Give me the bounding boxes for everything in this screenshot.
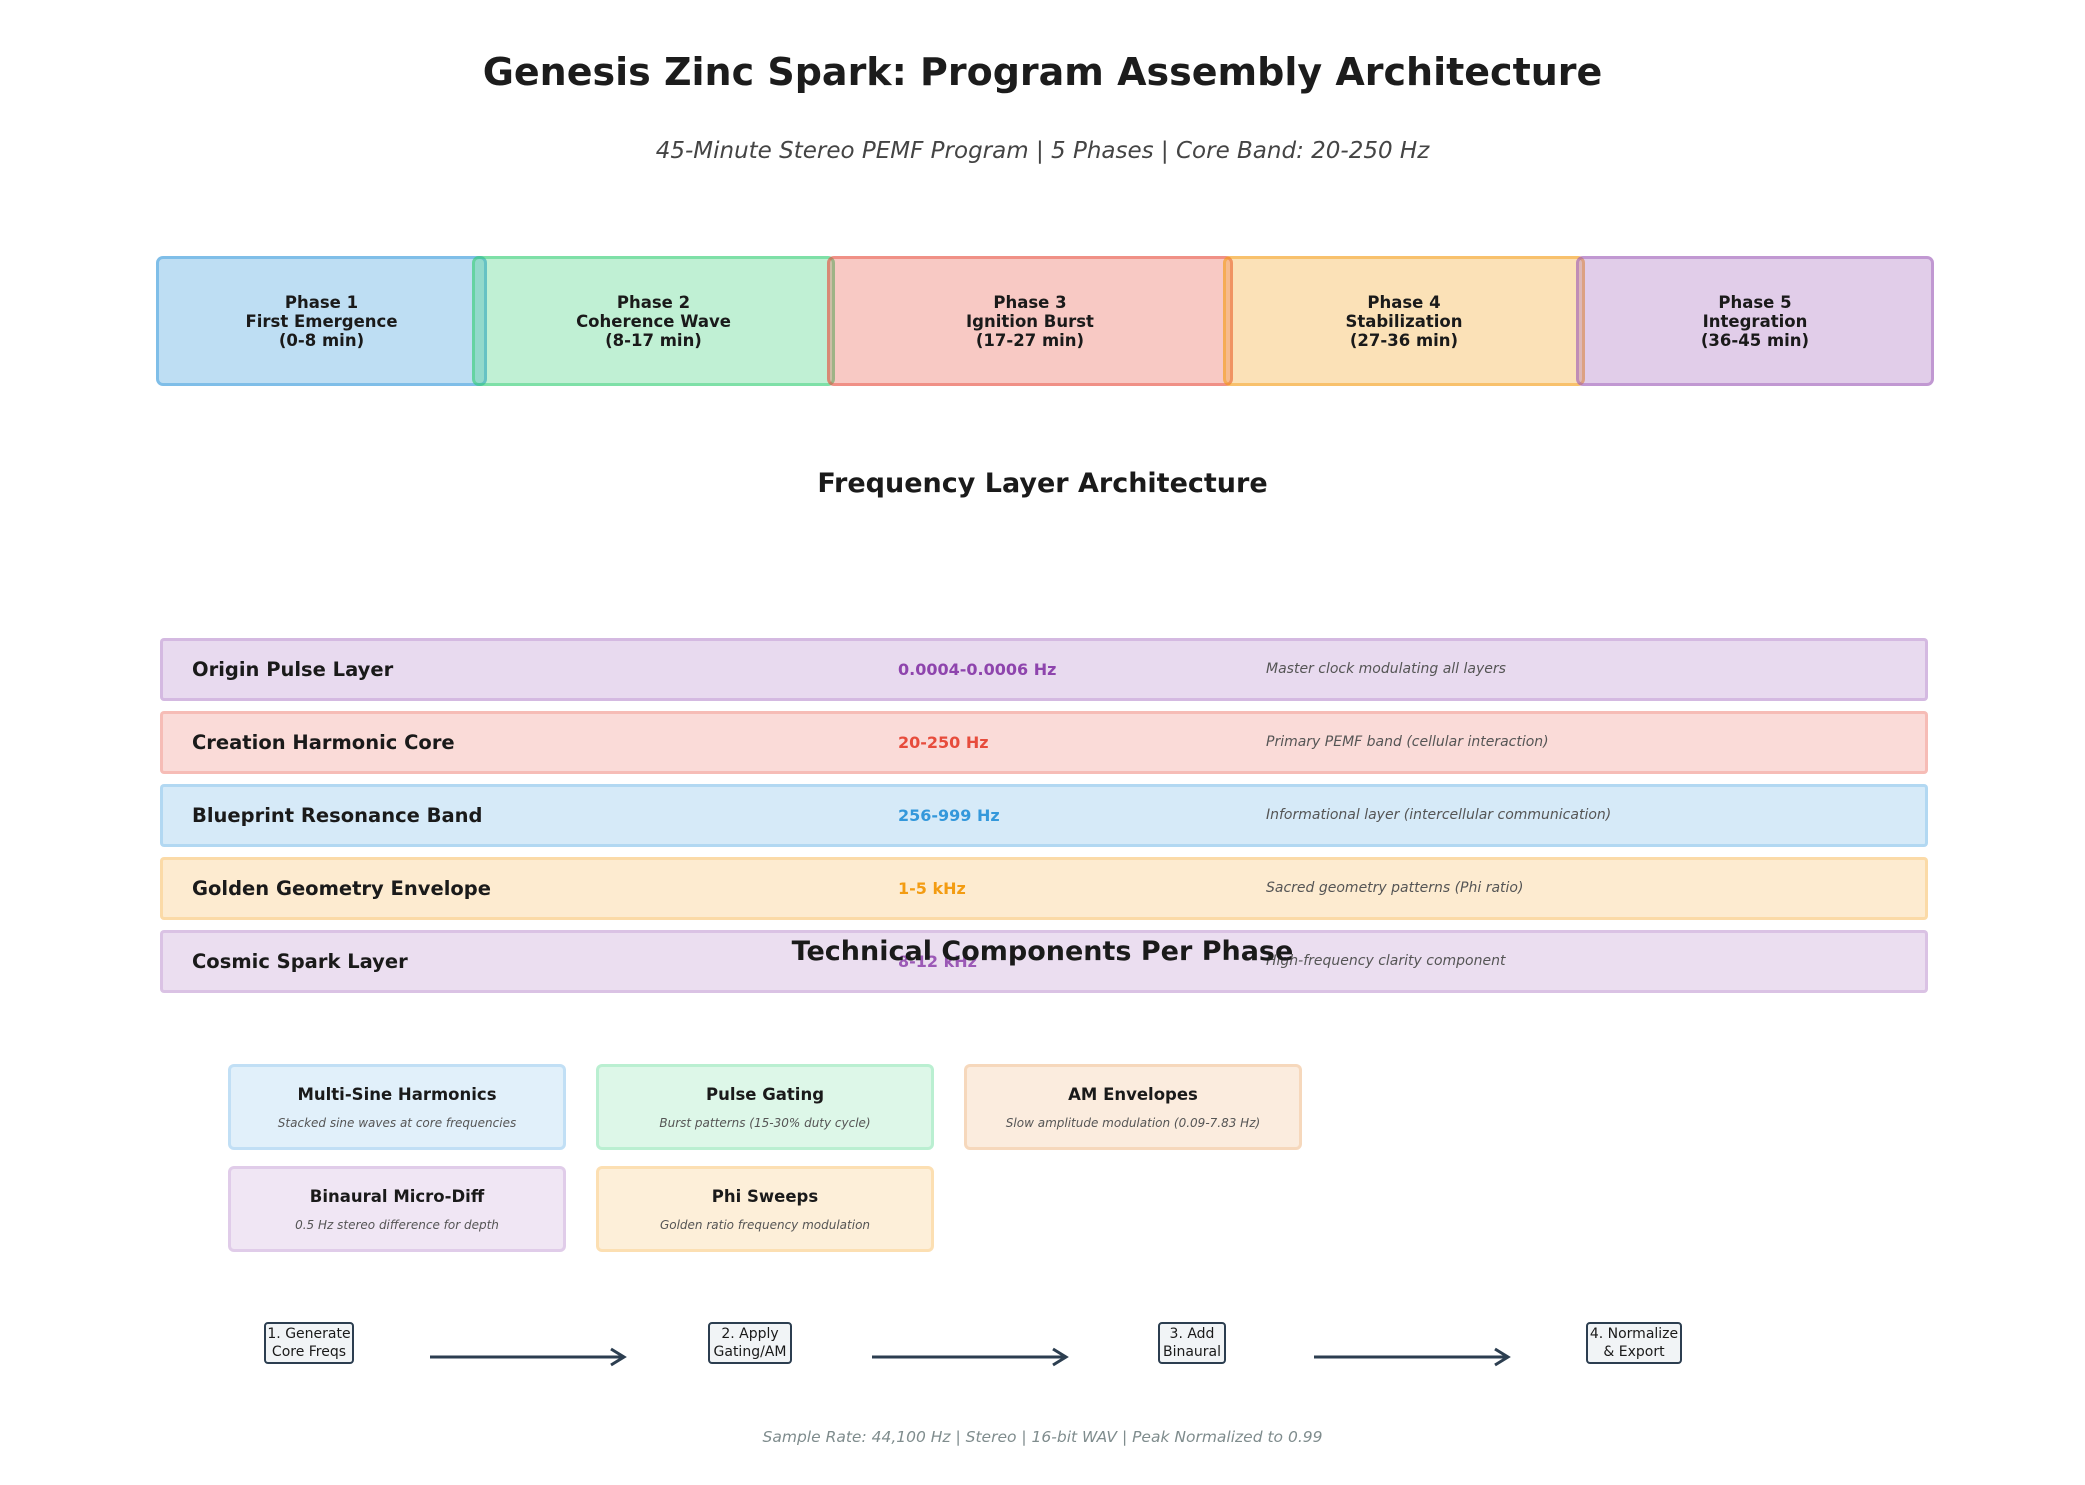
pipeline-arrow-icon [872,1347,1069,1367]
component-description: Golden ratio frequency modulation [659,1218,871,1232]
layer-description: Master clock modulating all layers [1266,661,1506,677]
component-card-phi-sweeps: Phi Sweeps Golden ratio frequency modula… [596,1166,934,1252]
layer-frequency: 0.0004-0.0006 Hz [898,660,1057,679]
component-description: Slow amplitude modulation (0.09-7.83 Hz) [1005,1116,1261,1130]
page-subtitle: 45-Minute Stereo PEMF Program | 5 Phases… [655,138,1430,164]
layer-name: Golden Geometry Envelope [192,877,491,900]
layer-frequency: 256-999 Hz [898,806,1000,825]
layer-frequency: 8-12 kHz [898,952,977,971]
frequency-section-heading: Frequency Layer Architecture [817,468,1268,499]
pipeline-step-gating: 2. Apply Gating/AM [708,1322,792,1364]
pipeline-arrow-icon [430,1347,627,1367]
frequency-layer-row: Origin Pulse Layer 0.0004-0.0006 Hz Mast… [160,638,1928,701]
pipeline-step-binaural: 3. Add Binaural [1158,1322,1226,1364]
component-description: Burst patterns (15-30% duty cycle) [659,1116,871,1130]
page-title: Genesis Zinc Spark: Program Assembly Arc… [482,50,1603,94]
phase-block-5: Phase 5 Integration (36-45 min) [1576,256,1934,386]
component-card-multi-sine: Multi-Sine Harmonics Stacked sine waves … [228,1064,566,1150]
layer-name: Origin Pulse Layer [192,658,394,681]
frequency-layer-row: Blueprint Resonance Band 256-999 Hz Info… [160,784,1928,847]
pipeline-arrow-icon [1314,1347,1511,1367]
phase-block-2: Phase 2 Coherence Wave (8-17 min) [472,256,835,386]
component-name: Pulse Gating [705,1085,825,1104]
layer-description: High-frequency clarity component [1266,953,1506,969]
component-name: Multi-Sine Harmonics [297,1085,497,1104]
layer-name: Blueprint Resonance Band [192,804,483,827]
components-section-heading: Technical Components Per Phase [791,936,1294,967]
layer-frequency: 20-250 Hz [898,733,989,752]
frequency-layer-row: Golden Geometry Envelope 1-5 kHz Sacred … [160,857,1928,920]
component-name: Binaural Micro-Diff [309,1187,485,1206]
layer-frequency: 1-5 kHz [898,879,966,898]
footer-specs: Sample Rate: 44,100 Hz | Stereo | 16-bit… [762,1428,1323,1446]
phase-block-3: Phase 3 Ignition Burst (17-27 min) [827,256,1233,386]
component-card-pulse-gating: Pulse Gating Burst patterns (15-30% duty… [596,1064,934,1150]
component-name: Phi Sweeps [711,1187,819,1206]
phase-block-4: Phase 4 Stabilization (27-36 min) [1223,256,1585,386]
layer-description: Informational layer (intercellular commu… [1266,807,1612,823]
component-card-am-envelopes: AM Envelopes Slow amplitude modulation (… [964,1064,1302,1150]
layer-description: Sacred geometry patterns (Phi ratio) [1266,880,1524,896]
layer-name: Cosmic Spark Layer [192,950,408,973]
component-card-binaural: Binaural Micro-Diff 0.5 Hz stereo differ… [228,1166,566,1252]
pipeline-step-generate: 1. Generate Core Freqs [264,1322,354,1364]
component-description: 0.5 Hz stereo difference for depth [295,1218,499,1232]
frequency-layer-row: Cosmic Spark Layer 8-12 kHz High-frequen… [160,930,1928,993]
layer-description: Primary PEMF band (cellular interaction) [1266,734,1549,750]
frequency-layer-row: Creation Harmonic Core 20-250 Hz Primary… [160,711,1928,774]
pipeline-step-export: 4. Normalize & Export [1586,1322,1682,1364]
component-name: AM Envelopes [1068,1085,1198,1104]
layer-name: Creation Harmonic Core [192,731,455,754]
phase-block-1: Phase 1 First Emergence (0-8 min) [156,256,487,386]
component-description: Stacked sine waves at core frequencies [277,1116,517,1130]
